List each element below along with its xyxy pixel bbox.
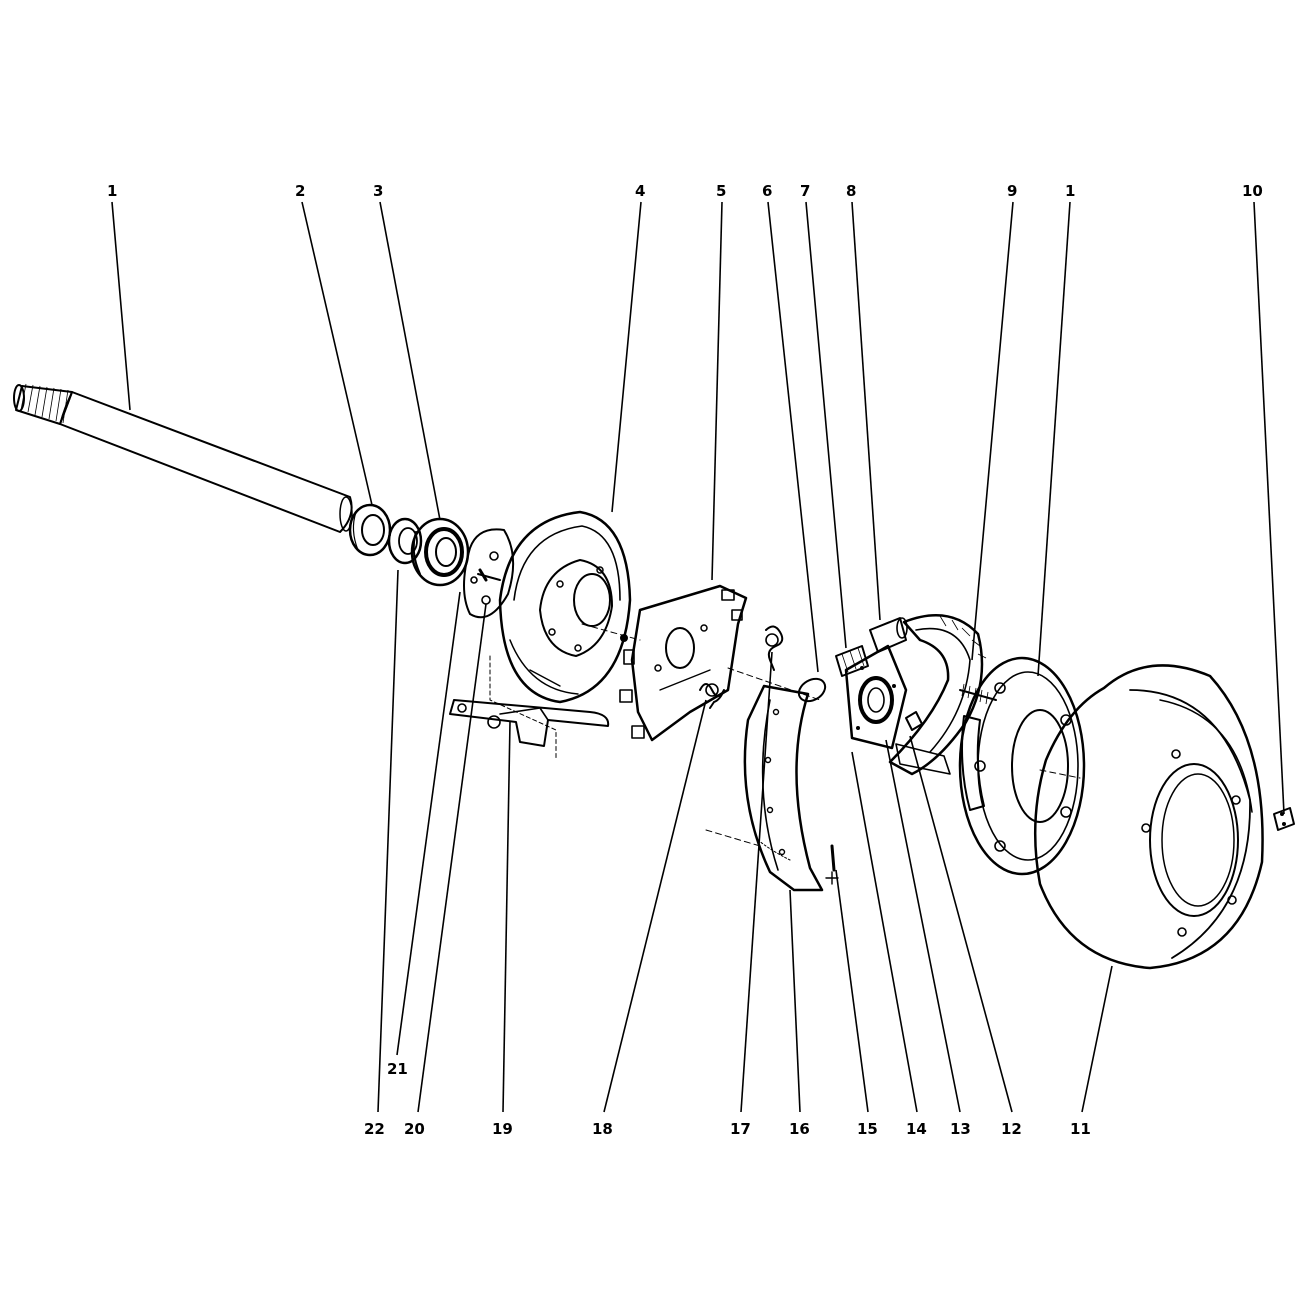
leader-8 — [851, 201, 881, 621]
leader-17 — [740, 651, 773, 1113]
brake-shoe-part-12 — [888, 614, 987, 776]
leader-13 — [885, 739, 961, 1113]
callout-21: 21 — [387, 1060, 408, 1078]
brake-shoe-part-16 — [743, 684, 824, 892]
leader-1a — [111, 201, 131, 411]
callout-20: 20 — [404, 1120, 425, 1138]
leader-7 — [805, 201, 847, 649]
hold-down-pin-part-15 — [825, 844, 839, 885]
bolt-part-21 — [477, 568, 501, 582]
callout-6: 6 — [762, 182, 772, 200]
callout-1a: 1 — [107, 182, 117, 200]
callout-18: 18 — [592, 1120, 613, 1138]
wheel-cylinder-part-8 — [869, 617, 908, 653]
leader-1b — [1037, 201, 1071, 677]
callout-3: 3 — [373, 182, 383, 200]
leader-4 — [611, 201, 642, 513]
leader-14 — [851, 751, 918, 1113]
leader-6 — [767, 201, 819, 673]
callout-9: 9 — [1007, 182, 1017, 200]
leader-20 — [417, 603, 487, 1113]
leader-9 — [971, 201, 1014, 661]
piston-part-6 — [797, 677, 827, 703]
callout-5: 5 — [716, 182, 726, 200]
callout-22: 22 — [364, 1120, 385, 1138]
leader-15 — [835, 869, 869, 1113]
callout-4: 4 — [635, 182, 645, 200]
callout-19: 19 — [492, 1120, 513, 1138]
leader-18 — [603, 699, 707, 1113]
bearing-part-3 — [410, 517, 470, 587]
callout-labels-top: 1 2 3 4 5 6 7 8 9 1 10 — [107, 182, 1263, 200]
leader-lines — [111, 201, 1285, 1113]
leader-12 — [909, 735, 1013, 1113]
callout-13: 13 — [950, 1120, 971, 1138]
leader-3 — [379, 201, 441, 521]
callout-14: 14 — [906, 1120, 927, 1138]
callout-8: 8 — [846, 182, 856, 200]
seal-part-2 — [348, 503, 392, 557]
return-spring-part-18 — [699, 683, 725, 709]
clip-part-10 — [1273, 807, 1295, 831]
leader-5 — [711, 201, 723, 581]
callout-15: 15 — [857, 1120, 878, 1138]
callout-17: 17 — [730, 1120, 751, 1138]
handbrake-lever-part-19 — [449, 655, 610, 761]
callout-16: 16 — [789, 1120, 810, 1138]
backing-plate-part-4 — [498, 510, 632, 704]
spacer-ring-part-22 — [387, 517, 423, 565]
callout-10: 10 — [1242, 182, 1263, 200]
callout-7: 7 — [800, 182, 810, 200]
leader-10 — [1253, 201, 1285, 815]
leader-21 — [396, 591, 461, 1056]
leader-2 — [301, 201, 373, 506]
leader-19 — [502, 721, 511, 1113]
brake-drum-part-11 — [1033, 664, 1264, 970]
anchor-plate-part-5 — [619, 584, 748, 742]
leader-11 — [1081, 965, 1113, 1113]
leader-16 — [789, 889, 801, 1113]
callout-labels-bottom: 21 22 20 19 18 17 16 15 14 13 12 11 — [364, 1060, 1091, 1138]
callout-11: 11 — [1070, 1120, 1091, 1138]
callout-1b: 1 — [1065, 182, 1075, 200]
centre-axis-lines — [581, 623, 1081, 847]
return-spring-part-17 — [765, 625, 784, 671]
callout-2: 2 — [295, 182, 305, 200]
leader-22 — [377, 569, 399, 1113]
seal-plate-part-14 — [844, 644, 908, 750]
axle-shaft-part-1 — [13, 383, 353, 533]
adjuster-part-9 — [959, 683, 997, 705]
callout-12: 12 — [1001, 1120, 1022, 1138]
hub-flange-part-1b — [958, 656, 1086, 876]
flange-plate-part-20 — [463, 528, 515, 619]
